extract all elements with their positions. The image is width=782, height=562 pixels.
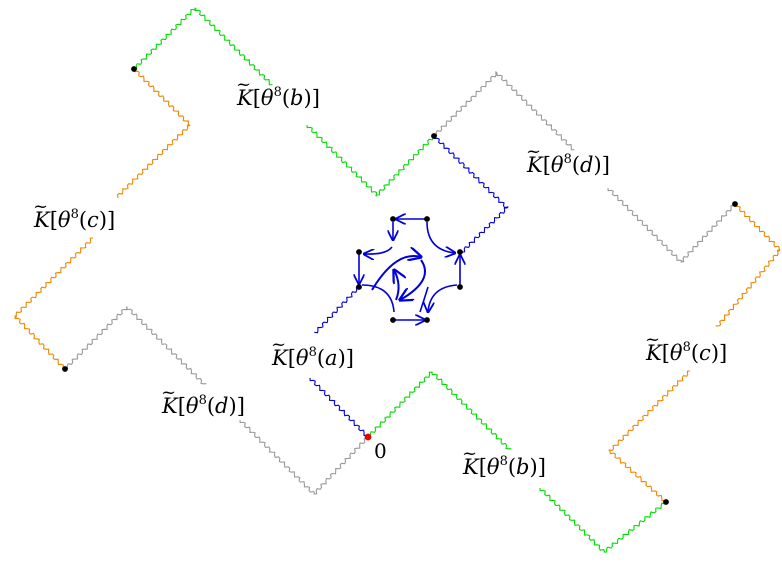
vertex-10	[457, 284, 463, 290]
vertex-0	[131, 66, 137, 72]
vertex-9	[356, 284, 362, 290]
vertex-3	[62, 366, 68, 372]
vertex-1	[431, 133, 437, 139]
segment-gray-right-lower	[607, 187, 737, 263]
label-k-theta8-b-bottom: ~K[θ8(b)]	[462, 443, 546, 479]
segment-blue-upper	[433, 135, 509, 253]
label-k-theta8-c-right: ~K[θ8(c)]	[645, 329, 728, 365]
loop-arc-lower-right	[428, 284, 458, 312]
segment-gray-right-upper	[433, 71, 575, 151]
segment-orange-right-lower	[608, 370, 691, 502]
origin-vertex	[364, 433, 372, 441]
segment-blue-to-origin	[309, 377, 370, 437]
label-k-theta8-d-left: ~K[θ8(d)]	[161, 382, 245, 418]
vertex-4	[663, 499, 669, 505]
segment-blue-lower	[314, 286, 360, 334]
loop-arc-lower-left	[361, 284, 395, 313]
segment-gray-left-lower	[239, 419, 370, 495]
central-loop-diagram	[359, 219, 460, 320]
loop-arc-center-b	[400, 259, 426, 300]
vertex-11	[390, 317, 396, 323]
label-k-theta8-b-top: ~K[θ8(b)]	[236, 74, 320, 110]
segment-green-bottom-lower	[539, 487, 668, 553]
segment-orange-left-lower	[14, 237, 94, 371]
segment-orange-right-upper	[715, 203, 781, 327]
vertex-12	[424, 317, 430, 323]
vertex-7	[356, 249, 362, 255]
label-k-theta8-a: ~K[θ8(a)]	[271, 334, 354, 370]
wavy-paths	[14, 7, 781, 553]
vertex-6	[424, 216, 430, 222]
loop-arc-center-c	[394, 270, 399, 301]
vertices	[62, 66, 738, 505]
loop-arc-lower-right-inner	[419, 286, 429, 313]
segment-green-top-left	[133, 7, 273, 86]
vertex-8	[457, 249, 463, 255]
vertex-2	[732, 201, 738, 207]
label-k-theta8-d-right: ~K[θ8(d)]	[526, 141, 610, 177]
label-k-theta8-c-left: ~K[θ8(c)]	[33, 196, 116, 232]
loop-arc-top-right	[426, 221, 455, 253]
origin-label: 0	[374, 439, 387, 463]
segment-green-bottom-right	[367, 371, 512, 450]
segment-orange-left-upper	[116, 68, 191, 199]
segment-gray-left-upper	[64, 306, 207, 385]
vertex-5	[390, 216, 396, 222]
loop-arc-center-a	[371, 256, 421, 291]
loop-arc-upper-left	[364, 246, 393, 254]
segment-green-top-middle	[306, 124, 434, 197]
